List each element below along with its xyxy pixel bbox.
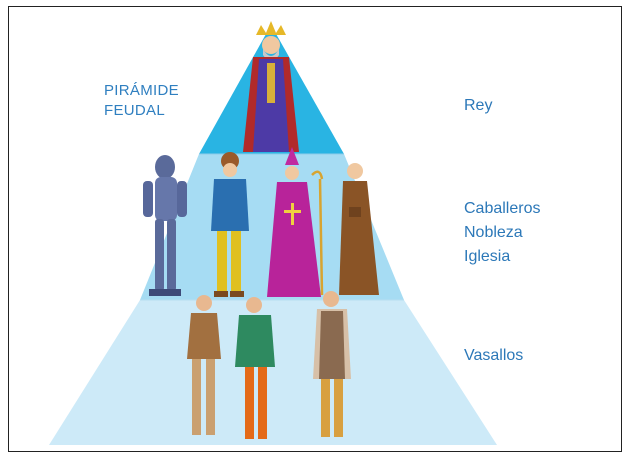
feudal-pyramid <box>49 21 497 445</box>
monk-figure <box>339 163 379 295</box>
label-vasallos: Vasallos <box>464 344 523 368</box>
noble-figure <box>211 152 249 297</box>
peasant-figure-2 <box>235 297 275 439</box>
bishop-figure <box>267 147 324 297</box>
tier-vasallos <box>49 300 497 445</box>
label-caballeros: Caballeros <box>464 200 541 217</box>
label-iglesia: Iglesia <box>464 248 511 265</box>
title-line-1: PIRÁMIDE <box>104 82 179 99</box>
knight-figure <box>143 155 187 296</box>
label-nobleza: Nobleza <box>464 224 523 241</box>
peasant-figure-3 <box>313 291 351 437</box>
label-vasallos-text: Vasallos <box>464 347 524 364</box>
tier-caballeros-nobleza-iglesia <box>140 154 404 300</box>
diagram-title: PIRÁMIDE FEUDAL <box>104 81 179 121</box>
label-rey-text: Rey <box>464 97 493 114</box>
peasant-figure-1 <box>187 295 221 435</box>
title-line-2: FEUDAL <box>104 102 165 119</box>
king-figure <box>243 21 299 152</box>
diagram-frame: PIRÁMIDE FEUDAL Rey Caballeros Nobleza I… <box>8 6 622 452</box>
label-rey: Rey <box>464 94 492 118</box>
label-middle-tier: Caballeros Nobleza Iglesia <box>464 197 540 269</box>
